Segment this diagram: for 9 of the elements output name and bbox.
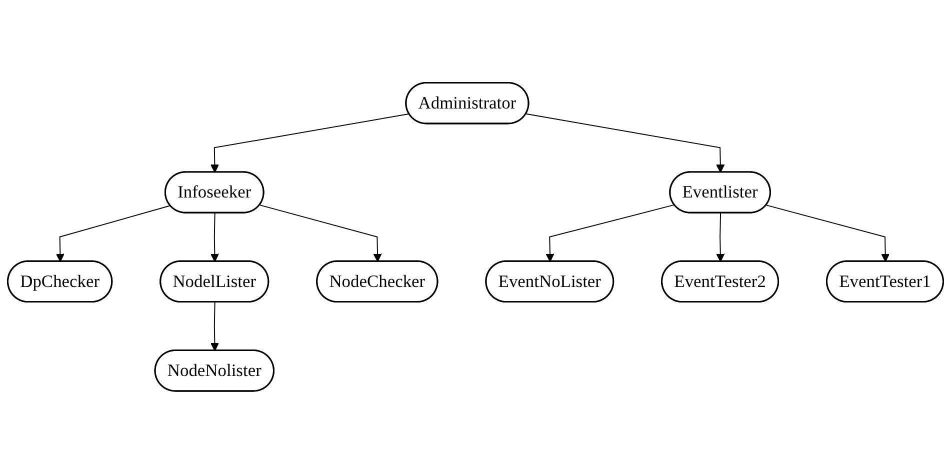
- arrow: [210, 212, 219, 262]
- arrow: [56, 205, 171, 262]
- arrow: [210, 302, 219, 352]
- arrow: [716, 212, 725, 262]
- arrow: [546, 204, 675, 262]
- arrow: [526, 114, 725, 173]
- arrow: [210, 114, 410, 173]
- arrow: [259, 204, 382, 262]
- arrow: [766, 204, 890, 262]
